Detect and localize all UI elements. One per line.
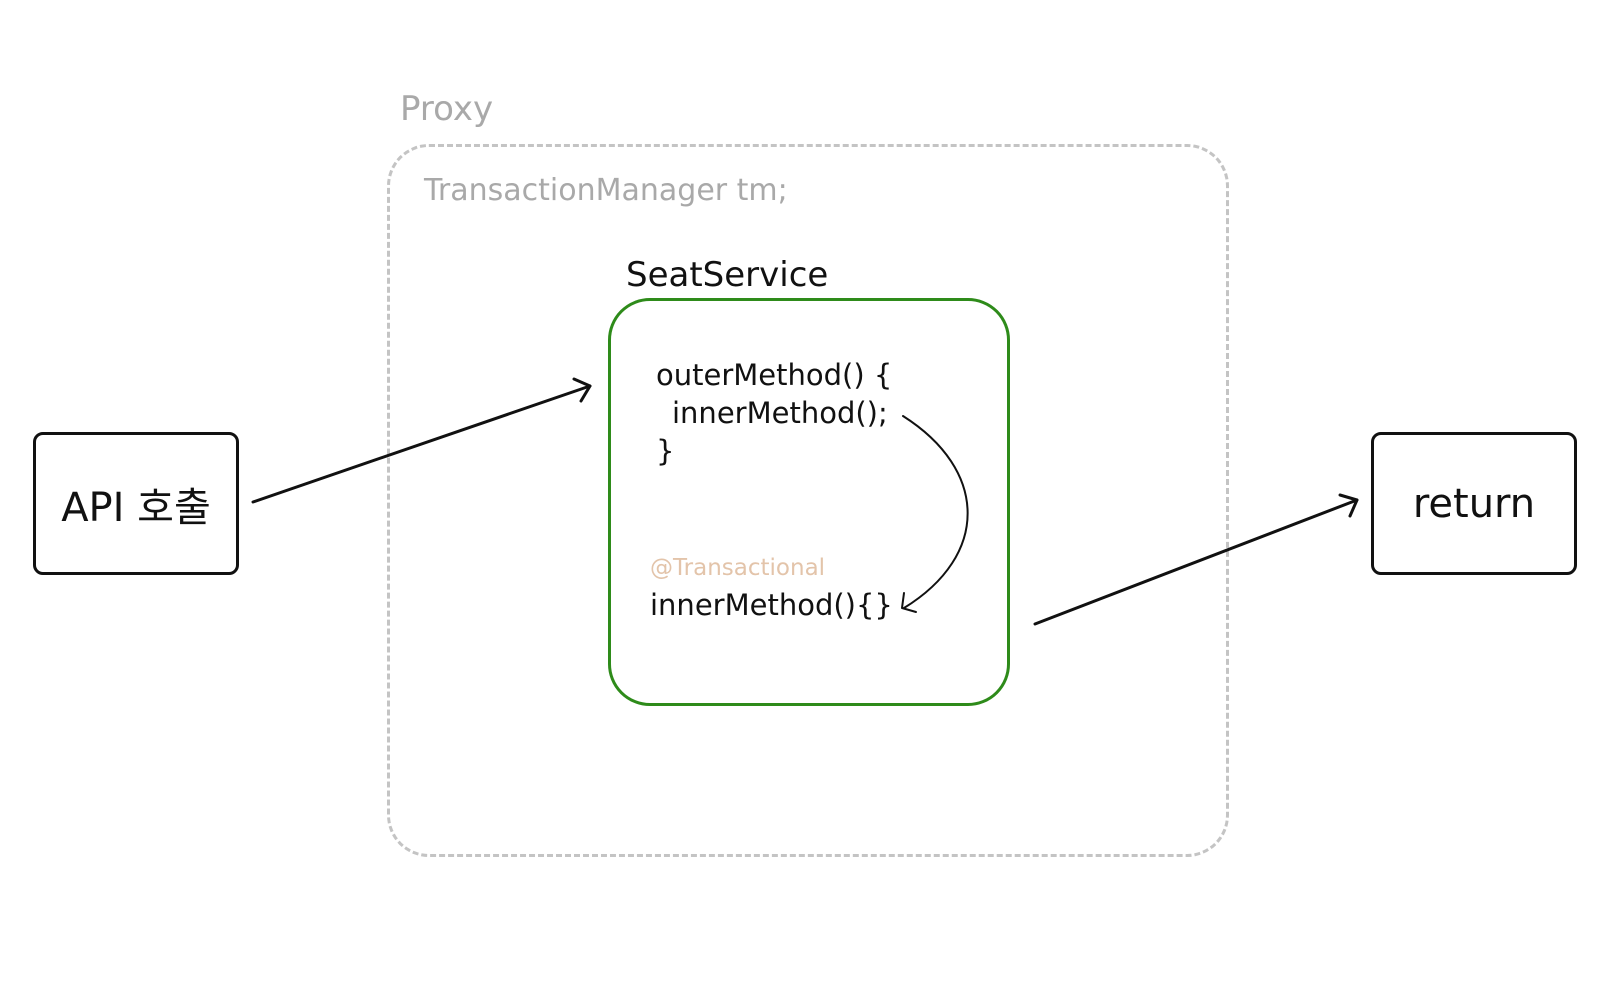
return-node: return — [1371, 432, 1577, 575]
arrow-internal-call — [901, 415, 969, 613]
api-call-node: API 호출 — [33, 432, 239, 575]
inner-method-definition: innerMethod(){} — [650, 588, 893, 622]
arrow-api-to-service — [251, 377, 592, 504]
arrow-service-to-return — [1033, 493, 1359, 626]
proxy-label: Proxy — [400, 89, 494, 129]
transactional-annotation: @Transactional — [650, 555, 826, 581]
api-call-label: API 호출 — [61, 484, 211, 531]
inner-method-call: innerMethod(); — [672, 396, 888, 430]
transaction-manager-field: TransactionManager tm; — [424, 173, 788, 208]
seat-service-label: SeatService — [626, 255, 829, 295]
outer-method-signature: outerMethod() { — [656, 358, 893, 392]
return-label: return — [1412, 480, 1536, 527]
seat-service-container — [608, 298, 1010, 706]
proxy-container — [387, 144, 1229, 857]
outer-method-closing-brace: } — [656, 434, 675, 468]
